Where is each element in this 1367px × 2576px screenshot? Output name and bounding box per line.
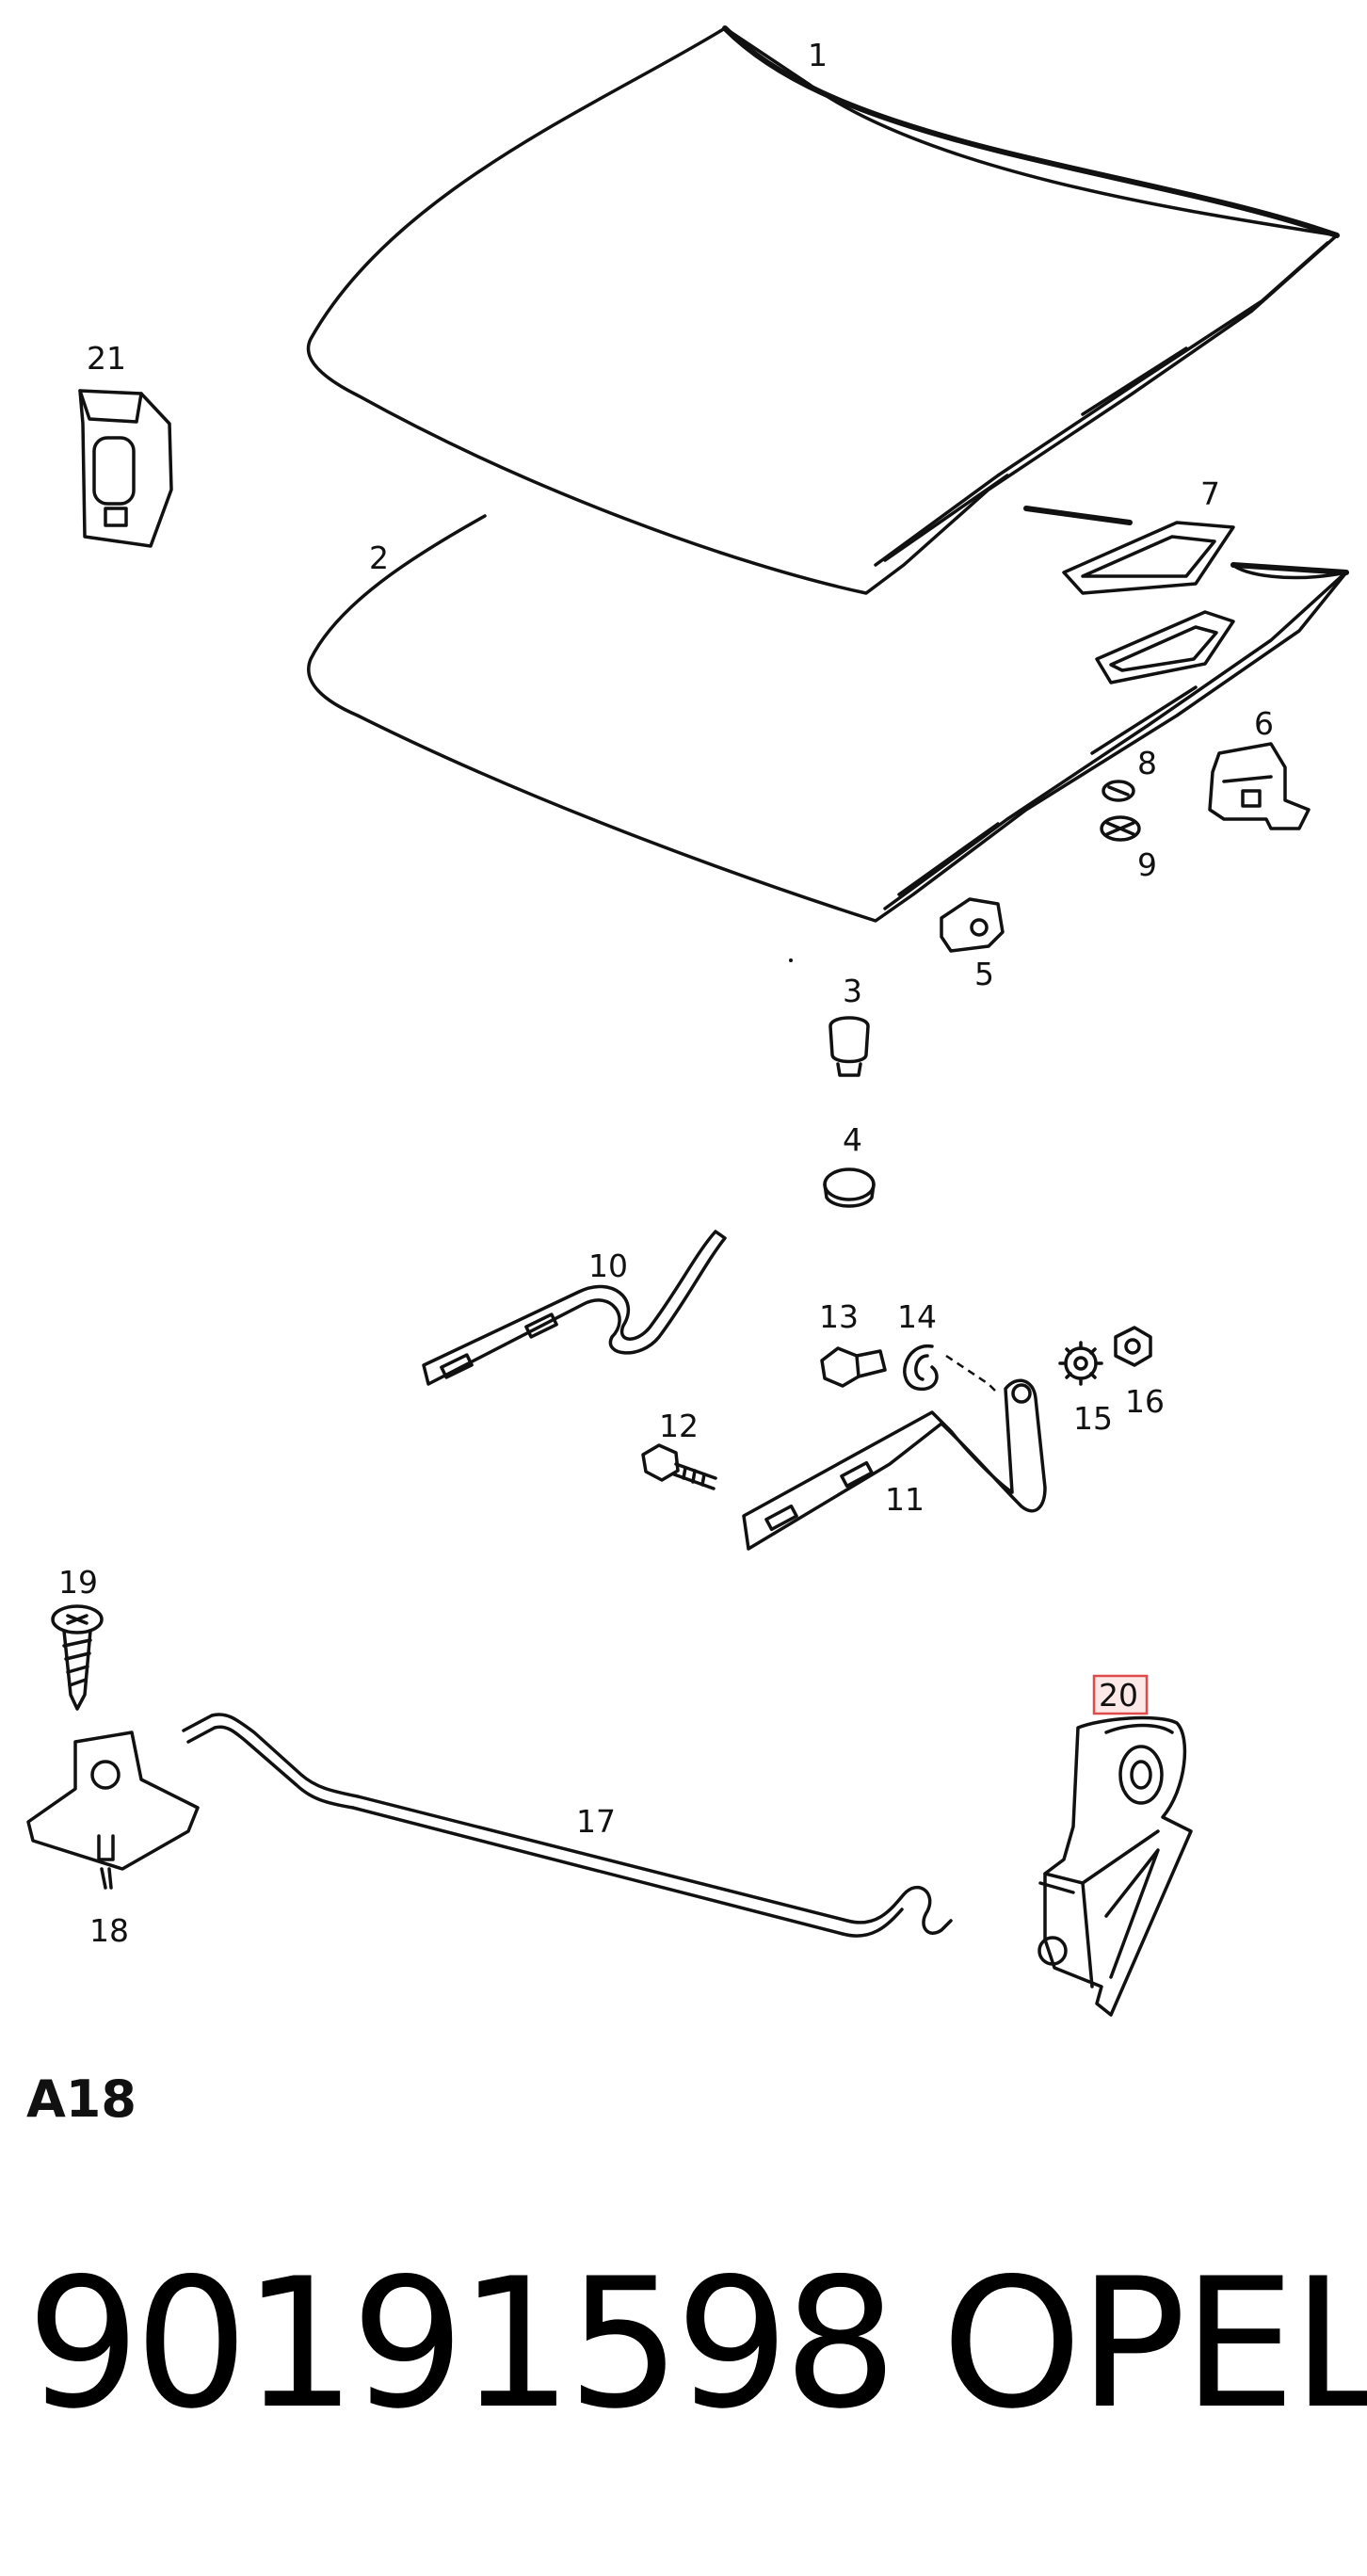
spring-washer	[903, 1344, 939, 1391]
plug	[823, 1167, 876, 1208]
callout-13: 13	[819, 1298, 859, 1335]
support-rod	[182, 1713, 953, 1938]
callout-12: 12	[659, 1408, 699, 1444]
latch-clip	[1208, 742, 1311, 830]
callout-8: 8	[1137, 745, 1157, 781]
callout-2: 2	[369, 539, 389, 576]
clip-8	[1102, 780, 1135, 802]
callout-1: 1	[808, 37, 828, 73]
bolt-13	[820, 1346, 887, 1388]
vent-grille	[1062, 521, 1235, 684]
bolt-12	[641, 1443, 717, 1490]
callout-6: 6	[1254, 705, 1274, 742]
callout-20: 20	[1099, 1677, 1138, 1714]
callout-7: 7	[1200, 475, 1220, 512]
callout-20-highlight-box	[1092, 1674, 1149, 1715]
bump-stop	[828, 1016, 870, 1077]
callout-21: 21	[87, 340, 126, 377]
callout-14: 14	[897, 1298, 937, 1335]
callout-15: 15	[1073, 1400, 1113, 1437]
section-code: A18	[26, 2069, 137, 2129]
hood-inner-panel	[307, 506, 1349, 923]
callout-17: 17	[576, 1803, 616, 1840]
bracket-21	[78, 389, 173, 548]
latch-base	[26, 1731, 200, 1890]
rod-holder	[1037, 1715, 1193, 2017]
bracket-5	[940, 897, 1005, 953]
part-number: 90191598	[26, 2240, 897, 2448]
callout-10: 10	[588, 1248, 628, 1284]
toothed-washer	[1058, 1341, 1103, 1386]
brand-name: OPEL	[941, 2240, 1367, 2448]
callout-4: 4	[843, 1121, 862, 1158]
callout-19: 19	[58, 1564, 98, 1601]
clip-9	[1100, 815, 1141, 842]
callout-18: 18	[89, 1912, 129, 1949]
callout-5: 5	[974, 956, 994, 992]
hinge-right	[742, 1378, 1047, 1551]
screw-19	[51, 1604, 104, 1711]
nut-16	[1114, 1326, 1152, 1367]
callout-11: 11	[885, 1481, 925, 1518]
hinge-left	[422, 1230, 727, 1386]
hood-outer-panel	[306, 25, 1340, 595]
callout-9: 9	[1137, 846, 1157, 883]
callout-3: 3	[843, 973, 862, 1009]
callout-16: 16	[1125, 1383, 1165, 1420]
